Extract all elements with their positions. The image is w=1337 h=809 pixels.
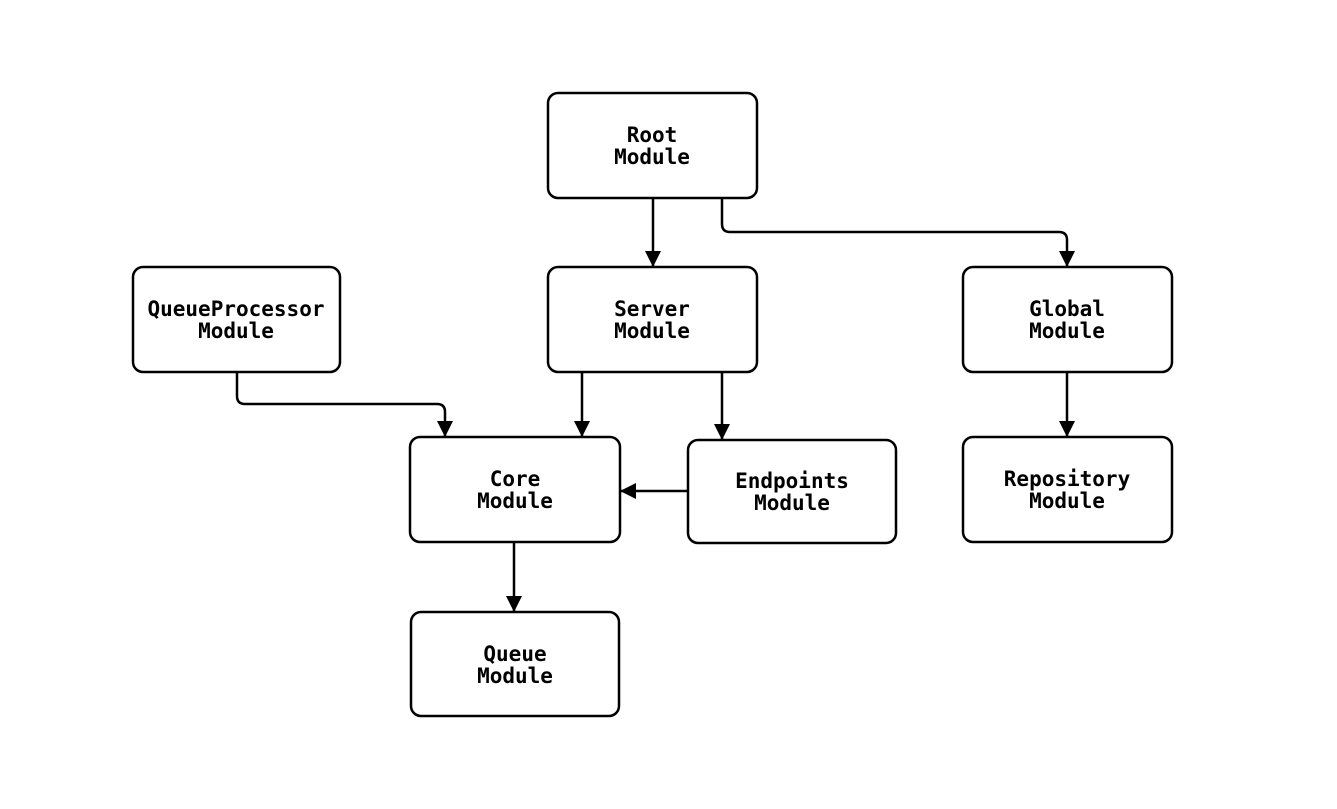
node-label-line: Global [1029, 297, 1105, 321]
node-box [546, 91, 759, 200]
node-global-module: Global Module [961, 265, 1174, 374]
node-box [961, 265, 1174, 374]
node-label-line: Module [754, 491, 830, 515]
node-box [686, 438, 898, 545]
edges-layer [235, 198, 1075, 612]
edge-queueprocessor-to-core [235, 372, 453, 437]
node-core-module: Core Module [408, 435, 622, 544]
node-label-line: Module [477, 489, 553, 513]
node-label-line: Server [614, 297, 690, 321]
node-root-module: Root Module [546, 91, 759, 200]
node-server-module: Server Module [546, 265, 759, 374]
node-box [408, 435, 622, 544]
node-queue-module: Queue Module [409, 610, 621, 718]
node-label-line: Queue [483, 642, 546, 666]
node-box [961, 435, 1174, 544]
edge-root-to-global [720, 198, 1075, 267]
node-label-line: Core [490, 467, 541, 491]
node-label-line: Module [614, 319, 690, 343]
node-queueprocessor-module: QueueProcessor Module [131, 265, 342, 374]
node-label-line: Endpoints [735, 469, 849, 493]
node-label-line: Repository [1004, 467, 1131, 491]
node-endpoints-module: Endpoints Module [686, 438, 898, 545]
node-label-line: Module [477, 664, 553, 688]
node-box [409, 610, 621, 718]
node-label-line: Root [627, 123, 678, 147]
node-label-line: Module [1029, 489, 1105, 513]
node-label-line: QueueProcessor [147, 297, 324, 321]
node-label-line: Module [198, 319, 274, 343]
node-box [546, 265, 759, 374]
node-box [131, 265, 342, 374]
node-label-line: Module [1029, 319, 1105, 343]
node-label-line: Module [614, 145, 690, 169]
node-repository-module: Repository Module [961, 435, 1174, 544]
